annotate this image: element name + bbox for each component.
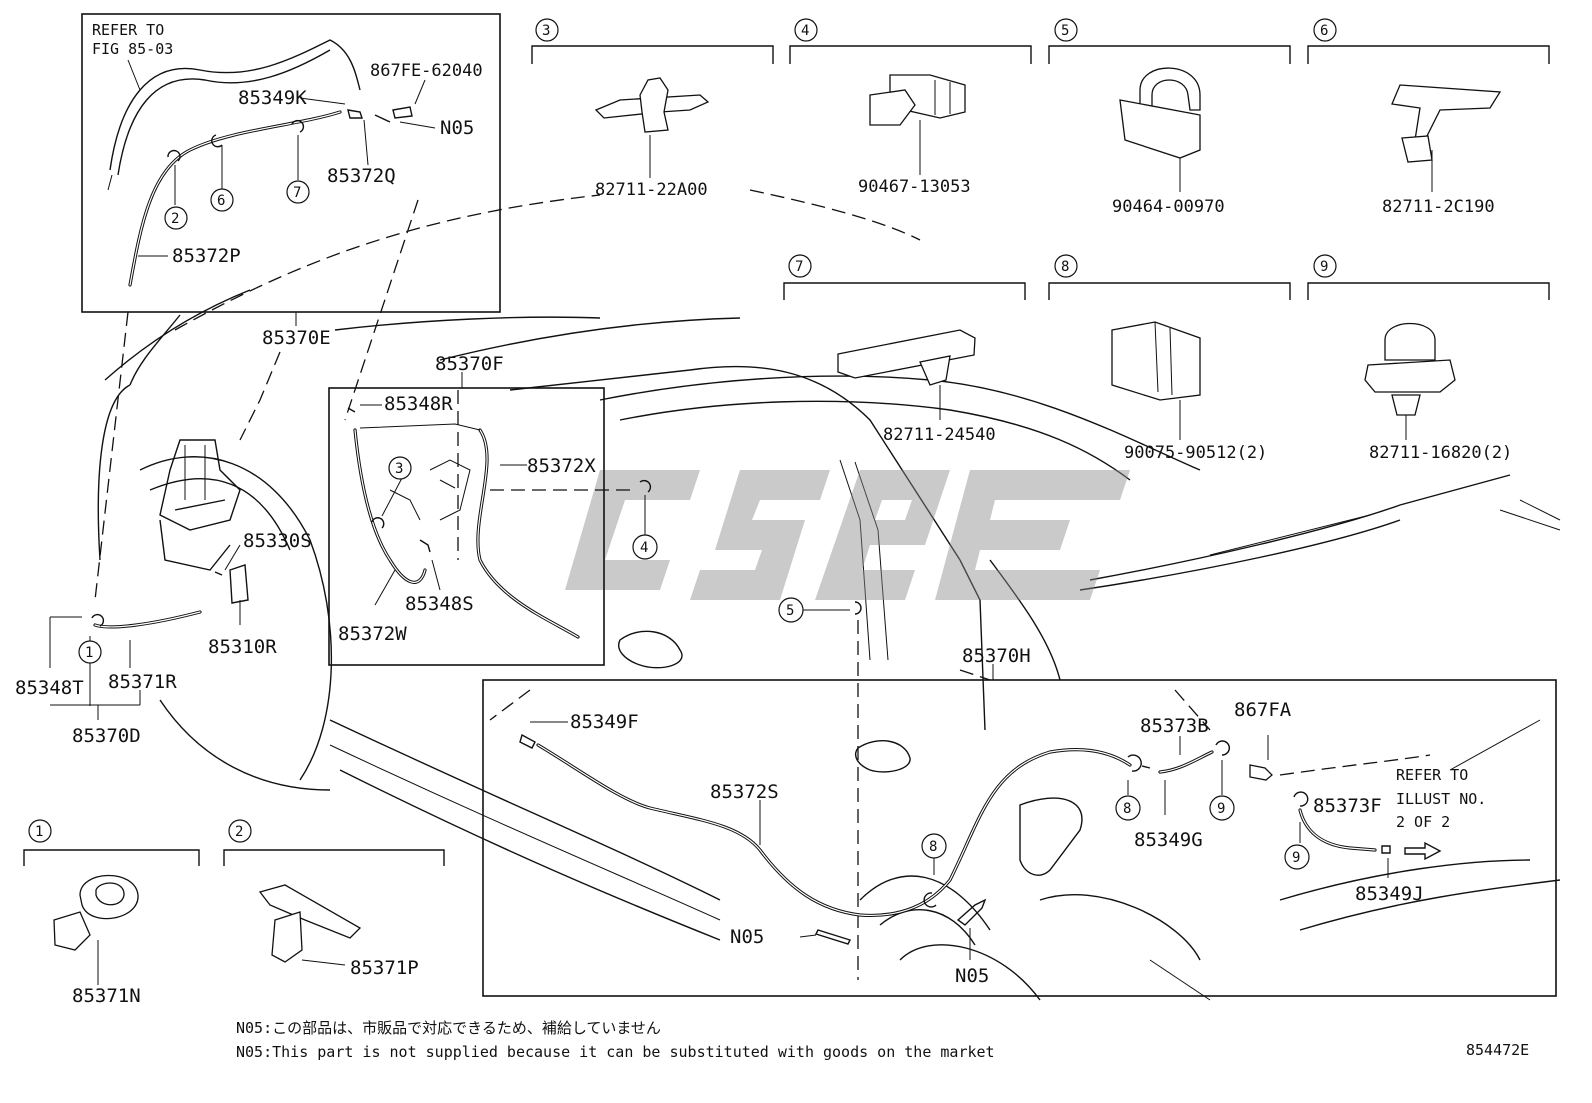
refer-illust-line1: REFER TO (1396, 766, 1468, 784)
label-85372P: 85372P (172, 245, 241, 267)
refer-fig-line2: FIG 85-03 (92, 40, 173, 58)
label-85370H: 85370H (962, 645, 1031, 667)
label-85372X: 85372X (527, 455, 596, 477)
clip-detail-9: 9 82711-16820(2) (1307, 254, 1550, 463)
label-85372W: 85372W (338, 623, 407, 645)
car-body-outline (97, 189, 1561, 1001)
label-85372Q: 85372Q (327, 165, 396, 187)
svg-text:2: 2 (235, 824, 243, 840)
clip-detail-7: 7 82711-24540 (783, 254, 1026, 445)
svg-text:6: 6 (217, 193, 225, 209)
strut-tower-icon (159, 439, 241, 571)
label-85349G: 85349G (1134, 829, 1203, 851)
svg-text:8: 8 (929, 839, 937, 855)
label-85371N: 85371N (72, 985, 141, 1007)
callout-8-left (921, 833, 947, 859)
callout-7 (286, 180, 310, 204)
label-85370E: 85370E (262, 327, 331, 349)
label-82711-22A00: 82711-22A00 (595, 180, 708, 200)
label-N05-right: N05 (955, 965, 989, 987)
diagram-code: 854472E (1466, 1041, 1529, 1059)
callout-6 (210, 188, 234, 212)
svg-text:1: 1 (35, 824, 43, 840)
svg-text:3: 3 (542, 23, 550, 39)
front-wheel-hose-group: 1 (49, 544, 249, 720)
hose-detail-box-85370H: 8 8 9 9 85349F 85372S N05 N05 85373B 867… (482, 664, 1557, 997)
refer-fig-line1: REFER TO (92, 21, 164, 39)
callout-3-box (388, 456, 412, 480)
label-85349K: 85349K (238, 87, 307, 109)
label-85349J: 85349J (1355, 883, 1424, 905)
svg-text:2: 2 (171, 211, 179, 227)
svg-text:5: 5 (1061, 23, 1069, 39)
refer-illust-line3: 2 OF 2 (1396, 813, 1450, 831)
svg-text:4: 4 (640, 540, 648, 556)
callout-9-right (1284, 844, 1310, 870)
label-N05-left: N05 (730, 926, 764, 948)
clip-detail-5: 5 90464-00970 (1048, 18, 1291, 217)
label-90464-00970: 90464-00970 (1112, 197, 1225, 217)
svg-text:4: 4 (801, 23, 809, 39)
svg-text:8: 8 (1061, 259, 1069, 275)
clip-detail-1: 1 85371N (23, 819, 200, 1007)
svg-text:9: 9 (1292, 850, 1300, 866)
callout-8-right (1115, 795, 1141, 821)
label-82711-24540: 82711-24540 (883, 425, 996, 445)
svg-text:3: 3 (395, 461, 403, 477)
svg-text:7: 7 (293, 185, 301, 201)
clip-detail-8: 8 90075-90512(2) (1048, 254, 1291, 463)
label-85373B: 85373B (1140, 715, 1209, 737)
label-85348S: 85348S (405, 593, 474, 615)
label-85310R: 85310R (208, 636, 277, 658)
label-90075-90512: 90075-90512(2) (1124, 443, 1267, 463)
svg-text:8: 8 (1123, 801, 1131, 817)
watermark-logo (565, 470, 1130, 600)
label-867FA: 867FA (1234, 699, 1292, 721)
label-85372S: 85372S (710, 781, 779, 803)
hose-detail-box-85370F: 3 85370F 85348R 85372X 85348S 85372W (328, 353, 605, 666)
label-867FE-62040: 867FE-62040 (370, 61, 483, 81)
callout-1-front (78, 640, 102, 664)
label-82711-16820: 82711-16820(2) (1369, 443, 1512, 463)
label-85348R: 85348R (384, 393, 453, 415)
note-jp: N05:この部品は、市販品で対応できるため、補給していません (236, 1019, 661, 1037)
svg-text:5: 5 (786, 603, 794, 619)
hose-detail-box-85370E: REFER TO FIG 85-03 2 6 7 867FE (81, 13, 501, 313)
svg-text:9: 9 (1217, 801, 1225, 817)
svg-text:6: 6 (1320, 23, 1328, 39)
clip-detail-3: 3 82711-22A00 (531, 18, 774, 200)
label-85349F: 85349F (570, 711, 639, 733)
clip-detail-6: 6 82711-2C190 (1307, 18, 1550, 217)
label-85371R: 85371R (108, 671, 177, 693)
label-85348T: 85348T (15, 677, 84, 699)
label-82711-2C190: 82711-2C190 (1382, 197, 1495, 217)
refer-illust-line2: ILLUST NO. (1396, 790, 1486, 808)
clip-detail-4: 4 90467-13053 (789, 18, 1032, 197)
svg-text:1: 1 (85, 645, 93, 661)
label-85370F: 85370F (435, 353, 504, 375)
label-85330S: 85330S (243, 530, 312, 552)
callout-2 (164, 206, 188, 230)
callout-4 (632, 534, 658, 560)
svg-text:9: 9 (1320, 259, 1328, 275)
callout-9-mid (1209, 795, 1235, 821)
label-85370D: 85370D (72, 725, 141, 747)
label-90467-13053: 90467-13053 (858, 177, 971, 197)
clip-detail-2: 2 85371P (223, 819, 445, 979)
svg-text:7: 7 (795, 259, 803, 275)
label-N05-top: N05 (440, 117, 474, 139)
label-85373F: 85373F (1313, 795, 1382, 817)
note-en: N05:This part is not supplied because it… (236, 1043, 995, 1061)
label-85371P: 85371P (350, 957, 419, 979)
